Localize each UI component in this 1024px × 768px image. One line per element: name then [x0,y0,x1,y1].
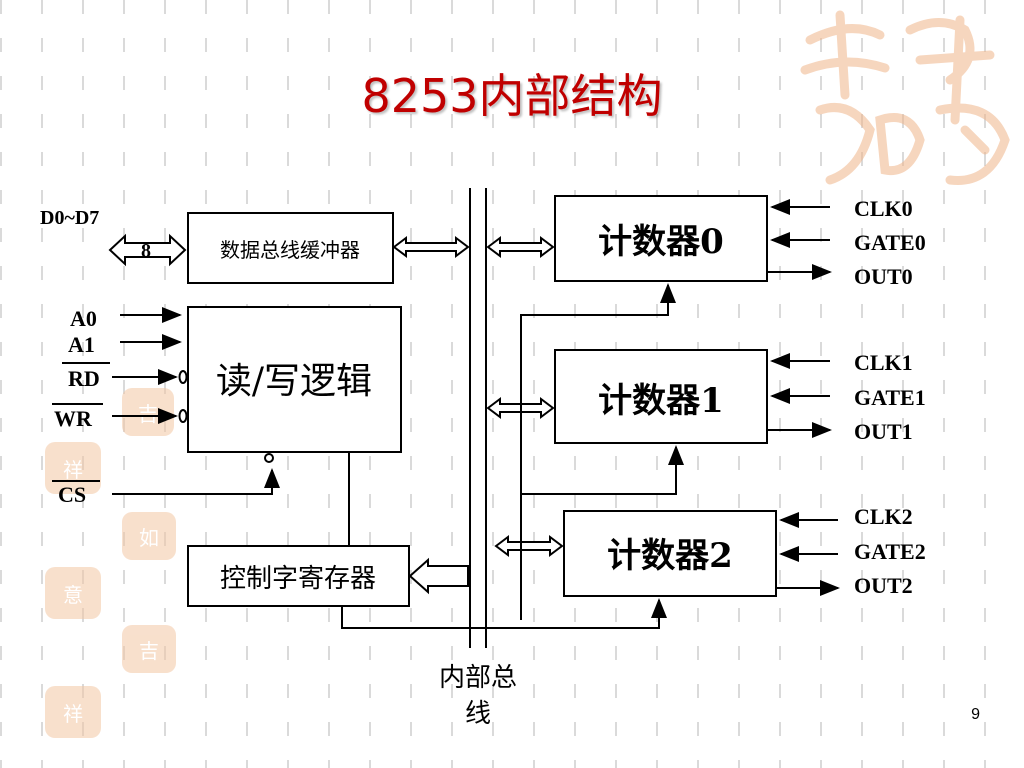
a0-label: A0 [70,306,97,331]
gate2-label: GATE2 [854,539,926,564]
data-bus-buffer-box [187,212,394,284]
buffer-bus-arrow [392,236,470,258]
bus-counter0-arrow [486,236,555,258]
rw-logic-label: 读/写逻辑 [216,361,372,402]
control-to-counter1-line [521,445,684,495]
a1-label: A1 [68,332,95,357]
rd-inversion-bubble [178,370,188,384]
watermark-seal: 如 [122,512,176,560]
watermark-seal: 祥 [45,442,101,494]
bus-control-register-arrow [408,557,469,595]
wr-inversion-bubble [178,409,188,423]
wr-label: WR [54,406,93,431]
counter-1-label: 计数器1 [598,381,724,421]
rw-logic-box [187,306,402,453]
control-to-counter2-line [341,598,667,629]
cs-label: CS [58,482,86,507]
counter-1-box [554,349,768,444]
gate0-label: GATE0 [854,230,926,255]
counter-2-box [563,510,777,597]
watermark-seal: 吉 [122,625,176,673]
clk0-label: CLK0 [854,196,913,221]
out2-label: OUT2 [854,573,913,598]
rd-label: RD [68,366,100,391]
watermark-seal: 意 [45,567,101,619]
control-to-counter0-line [520,283,676,620]
cs-inversion-bubble [264,453,274,463]
out0-label: OUT0 [854,264,913,289]
slide-title: 8253内部结构 [361,69,663,123]
clk2-label: CLK2 [854,504,913,529]
data-bus-buffer-label: 数据总线缓冲器 [220,238,360,262]
out1-label: OUT1 [854,419,913,444]
data-bus-arrow [108,233,187,267]
clk1-label: CLK1 [854,350,913,375]
page-number: 9 [971,706,980,723]
counter-0-box [554,195,768,282]
internal-bus-label-line1: 内部总 [439,663,517,693]
control-register-label: 控制字寄存器 [220,564,376,594]
watermark-seal: 祥 [45,686,101,738]
data-bus-label: D0~D7 [40,207,99,229]
gate1-label: GATE1 [854,385,926,410]
counter-2-label: 计数器2 [607,536,733,576]
watermark-seal-large [800,10,1010,185]
cs-signal-line [112,468,280,495]
bus-counter2-arrow [494,535,564,557]
internal-bus-label-line2: 线 [465,699,491,729]
counter-0-label: 计数器0 [598,222,724,262]
bus-width-label: 8 [141,240,151,262]
